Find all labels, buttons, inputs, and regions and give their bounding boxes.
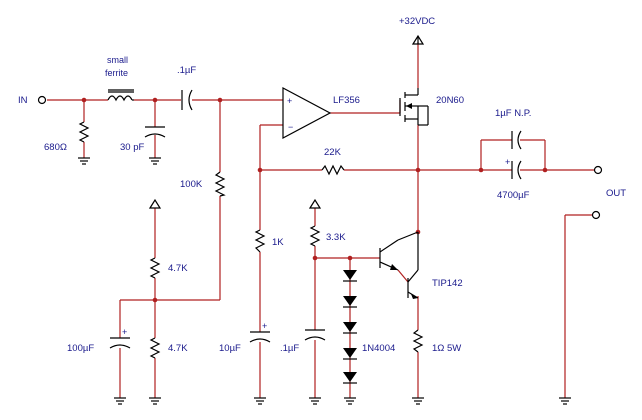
capacitor-30pf	[144, 126, 166, 138]
svg-text:+: +	[505, 157, 510, 167]
resistor-1k	[254, 229, 266, 253]
ground-symbols	[78, 157, 571, 405]
junctions	[81, 97, 548, 303]
supply-arrow-3k3	[308, 198, 322, 209]
label-ferrite-line2: ferrite	[105, 68, 128, 78]
label-c-01: .1µF	[280, 343, 299, 354]
label-c-np: 1µF N.P.	[495, 108, 531, 119]
label-r-bottom: 4.7K	[168, 343, 188, 354]
capacitor-10uf: +	[249, 321, 271, 343]
capacitor-01uf	[304, 329, 326, 341]
capacitor-4700uf: +	[505, 157, 522, 180]
label-transistor: TIP142	[432, 278, 463, 289]
labels: IN OUT +32VDC small ferrite 680Ω 30 pF .…	[18, 16, 626, 354]
capacitor-100uf: +	[109, 327, 131, 349]
label-r-top: 4.7K	[168, 263, 188, 274]
svg-text:+: +	[287, 96, 292, 106]
capacitor-np	[511, 130, 522, 150]
ferrite-inductor	[107, 89, 134, 102]
supply-arrow-divider	[148, 198, 162, 209]
label-r-sense: 1Ω 5W	[432, 343, 461, 354]
mosfet-20n60	[399, 88, 429, 126]
resistor-4k7-bottom	[149, 337, 161, 359]
label-c-bias: 100µF	[67, 343, 94, 354]
opamp-lf356: + −	[282, 87, 332, 139]
label-r-feedback: 22K	[324, 147, 342, 158]
label-r-in: 680Ω	[44, 142, 67, 153]
label-c-coupling: .1µF	[177, 65, 196, 76]
label-c-filter: 30 pF	[120, 142, 144, 153]
label-ferrite-line1: small	[107, 55, 128, 65]
label-diodes: 1N4004	[362, 343, 395, 354]
capacitor-coupling	[181, 89, 193, 111]
output-terminal-ground	[591, 210, 601, 220]
resistor-4k7-top	[149, 257, 161, 279]
wires	[47, 42, 596, 398]
input-terminal	[37, 95, 47, 105]
label-r-3k3: 3.3K	[326, 232, 346, 243]
label-out: OUT	[606, 188, 626, 199]
resistor-680	[78, 121, 90, 143]
resistor-22k	[321, 164, 345, 176]
resistor-100k	[214, 171, 226, 197]
label-r-1k: 1K	[272, 237, 284, 248]
label-supply: +32VDC	[399, 16, 435, 27]
label-opamp: LF356	[333, 95, 360, 106]
label-c-10u: 10µF	[219, 343, 241, 354]
resistor-3k3	[309, 225, 321, 247]
label-r-bias: 100K	[180, 179, 203, 190]
diode-string-1n4004	[343, 270, 357, 384]
output-terminal-signal	[593, 165, 603, 175]
svg-text:+: +	[262, 321, 267, 331]
label-c-out: 4700µF	[497, 190, 530, 201]
resistor-1ohm-5w	[412, 329, 424, 353]
supply-arrow-main	[411, 34, 425, 45]
label-in: IN	[18, 95, 28, 106]
label-mosfet: 20N60	[436, 95, 464, 106]
transistor-tip142	[379, 231, 419, 299]
svg-text:+: +	[122, 327, 127, 337]
svg-text:−: −	[288, 122, 293, 132]
